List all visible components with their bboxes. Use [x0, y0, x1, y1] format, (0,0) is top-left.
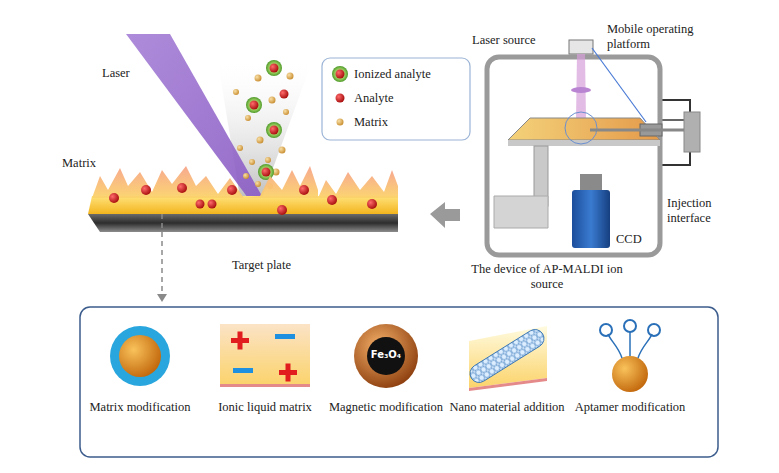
part-label: Laser source [472, 33, 536, 48]
aptamer-item: Aptamer modification [570, 316, 690, 452]
chemical-formula: Fe₃O₄ [326, 349, 446, 360]
part-label: Injection interface [667, 196, 739, 226]
item-caption: Aptamer modification [570, 400, 690, 416]
matrix-modification-item: Matrix modification [80, 316, 200, 452]
legend-text: Matrix [354, 115, 388, 130]
method-icon [80, 316, 200, 396]
item-caption: Ionic liquid matrix [205, 400, 325, 416]
part-label: Mobile operating platform [607, 22, 699, 52]
method-icon [205, 316, 325, 396]
device-caption: The device of AP-MALDI ion source [467, 262, 627, 292]
part-label: Target plate [232, 258, 291, 273]
method-icon [447, 316, 567, 396]
method-icon [570, 316, 690, 396]
magnetic-item: Fe₃O₄ Magnetic modification [326, 316, 446, 452]
part-label: Laser [102, 66, 130, 81]
part-label: CCD [616, 232, 642, 247]
legend-text: Analyte [354, 91, 394, 106]
item-caption: Nano material addition [447, 400, 567, 416]
ionic-liquid-item: Ionic liquid matrix [205, 316, 325, 452]
part-label: Matrix [62, 156, 96, 171]
item-caption: Matrix modification [80, 400, 200, 416]
item-caption: Magnetic modification [326, 400, 446, 416]
legend-text: Ionized analyte [354, 67, 431, 82]
nanomaterial-item: Nano material addition [447, 316, 567, 452]
